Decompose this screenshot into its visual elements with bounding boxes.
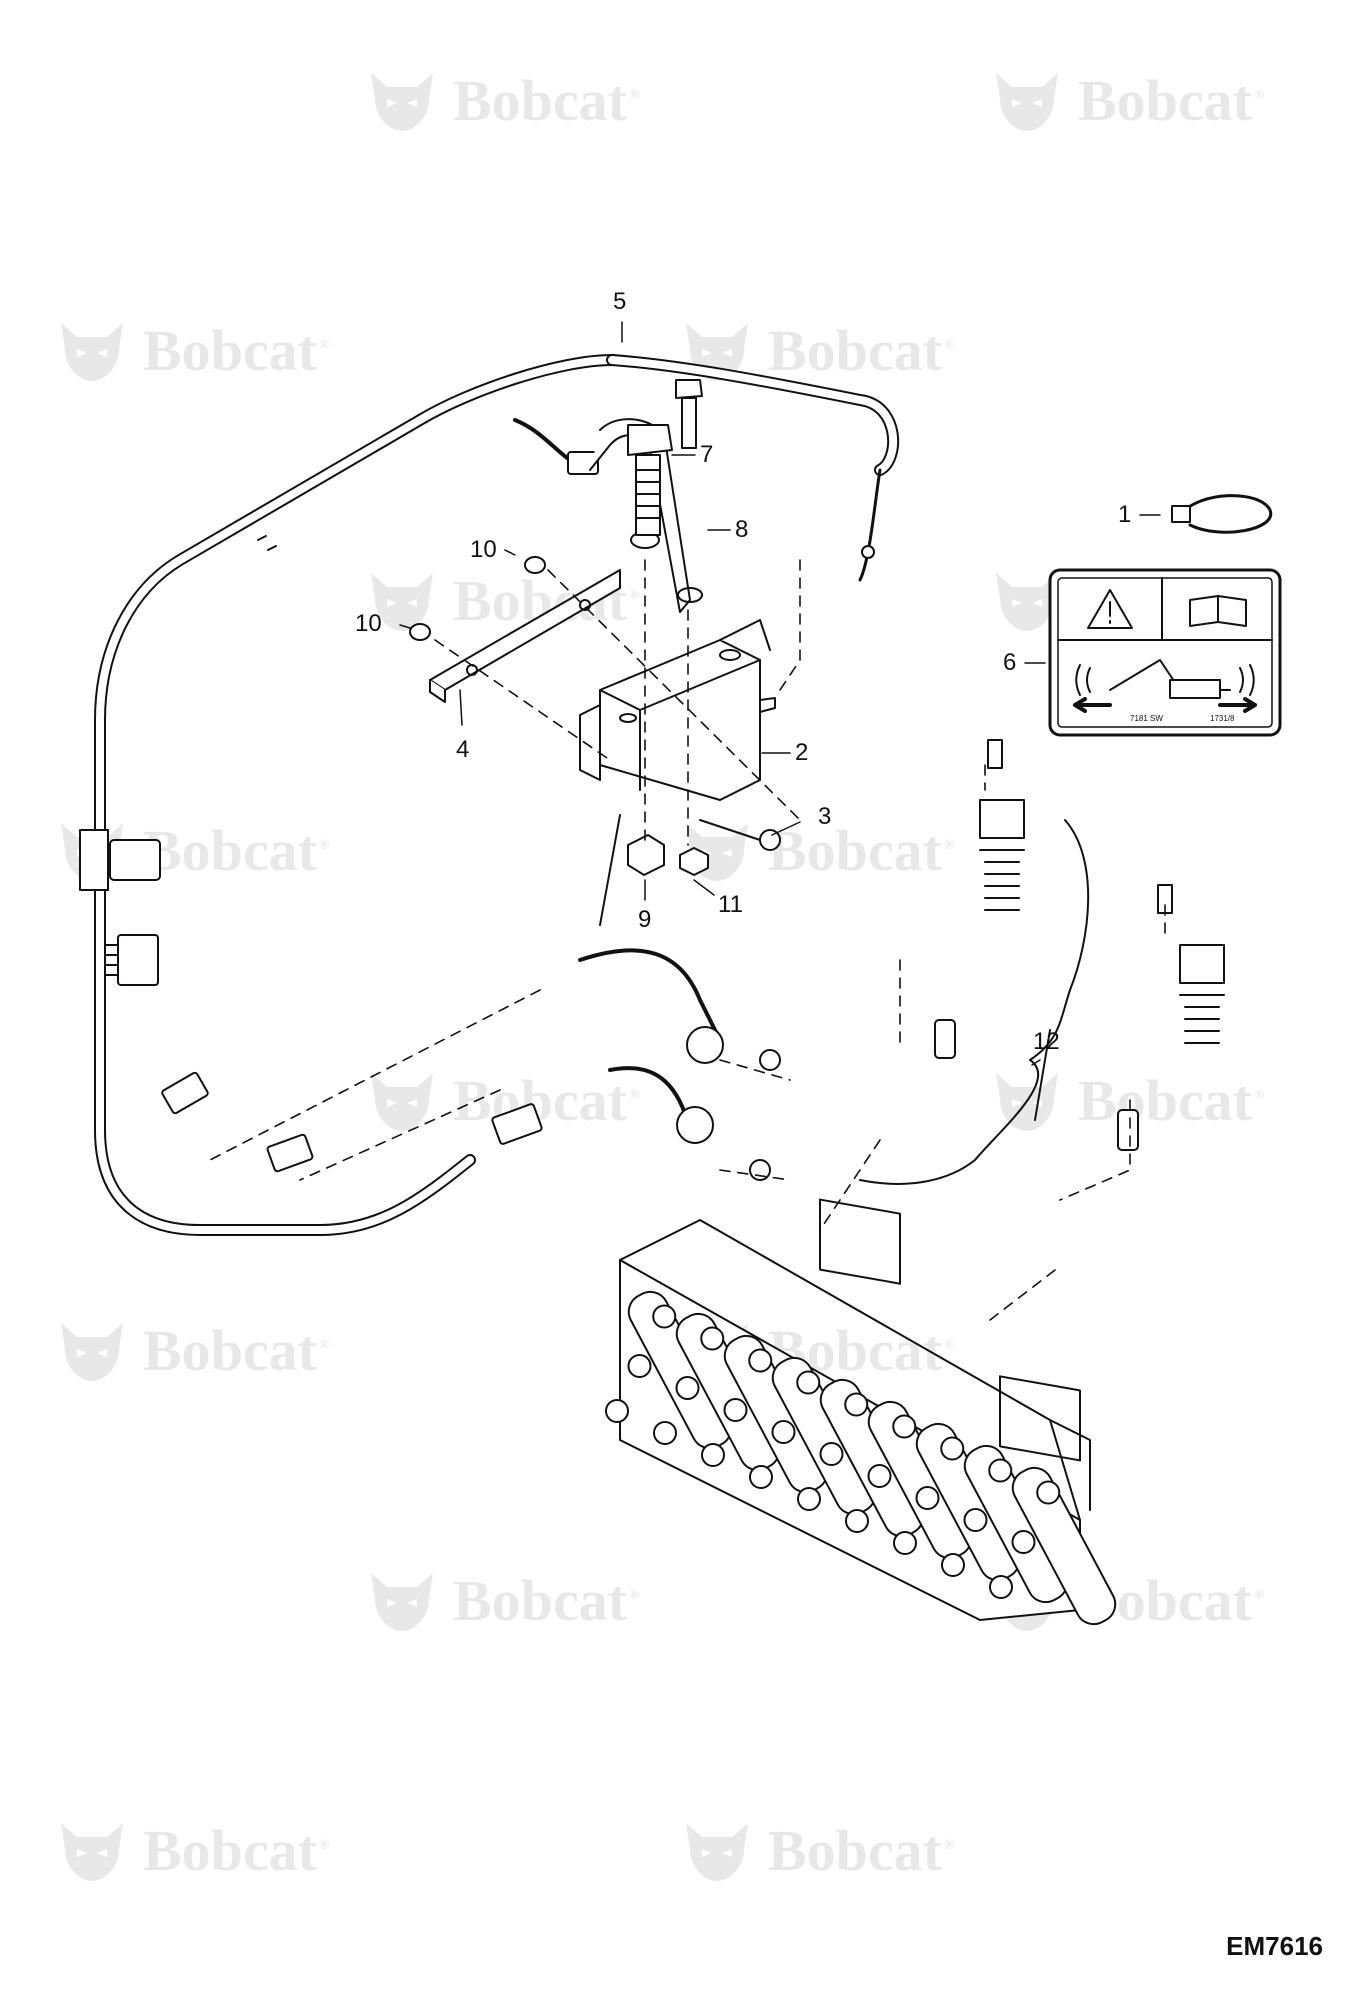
callout-12: 12: [1033, 1028, 1060, 1055]
warning-decal: [1048, 568, 1282, 737]
valve-port: [892, 1414, 917, 1439]
bracket: [429, 418, 703, 703]
valve-port: [988, 1458, 1013, 1483]
valve-port: [627, 1354, 652, 1378]
bobcat-watermark: Bobcat®: [55, 1315, 329, 1385]
bobcat-watermark: Bobcat®: [55, 1815, 329, 1885]
dashed-leaders: [209, 559, 1166, 1321]
cable-tie: [1171, 494, 1273, 534]
valve-kits: [599, 739, 1225, 1462]
valve-port: [675, 1376, 700, 1400]
valve-port: [700, 1326, 725, 1351]
decal-code-right: 1731/8: [1210, 714, 1235, 723]
callout-5: 5: [613, 288, 627, 315]
valve-port: [845, 1509, 869, 1533]
valve-port: [915, 1486, 940, 1510]
valve-port: [701, 1443, 725, 1467]
valve-port: [797, 1487, 821, 1511]
valve-port: [940, 1436, 965, 1461]
callout-2: 2: [795, 739, 809, 766]
callout-4: 4: [456, 736, 470, 763]
valve-port: [989, 1575, 1013, 1599]
callout-7: 7: [700, 441, 714, 468]
valve-port: [941, 1553, 965, 1577]
valve-port: [771, 1420, 796, 1444]
callout-8: 8: [735, 516, 749, 543]
callout-leaders: [399, 321, 1161, 1066]
callout-3: 3: [818, 803, 832, 830]
nuts-and-screw: [627, 819, 781, 876]
harness-connectors: [79, 829, 543, 1173]
bobcat-watermark: Bobcat®: [680, 1815, 954, 1885]
valve-port: [844, 1392, 869, 1417]
valve-port: [819, 1442, 844, 1466]
valve-port: [963, 1508, 988, 1532]
bolt-7: [627, 424, 673, 536]
callout-10-upper: 10: [470, 536, 497, 563]
callout-10-lower: 10: [355, 610, 382, 637]
valve-port: [867, 1464, 892, 1488]
valve-port: [1011, 1530, 1036, 1554]
valve-port: [893, 1531, 917, 1555]
drawing-code: EM7616: [1226, 1931, 1323, 1961]
bobcat-watermark: Bobcat®: [990, 65, 1264, 135]
valve-spools: [605, 1290, 1117, 1626]
callout-1: 1: [1118, 501, 1132, 528]
bolt-8: [675, 379, 703, 449]
callout-11: 11: [718, 891, 743, 918]
valve-port: [796, 1370, 821, 1395]
washers-10: [409, 556, 546, 641]
valve-port: [652, 1304, 677, 1329]
pressure-switches: [578, 948, 781, 1181]
valve-port: [749, 1465, 773, 1489]
wiring-harness: [94, 354, 899, 1236]
bobcat-watermark: Bobcat®: [365, 1565, 639, 1635]
bobcat-watermark: Bobcat®: [365, 65, 639, 135]
valve-section: [1011, 1466, 1117, 1626]
valve-port: [653, 1421, 677, 1445]
valve-port: [605, 1399, 629, 1423]
decal-code-left: 7181 SW: [1130, 714, 1163, 723]
valve-port: [1036, 1480, 1061, 1505]
valve-port: [723, 1398, 748, 1422]
alarm-box: [579, 619, 776, 801]
bobcat-watermark: Bobcat®: [990, 1065, 1264, 1135]
callout-6: 6: [1003, 649, 1017, 676]
callout-9: 9: [638, 906, 652, 933]
valve-port: [748, 1348, 773, 1373]
bobcat-watermark: Bobcat®: [55, 315, 329, 385]
